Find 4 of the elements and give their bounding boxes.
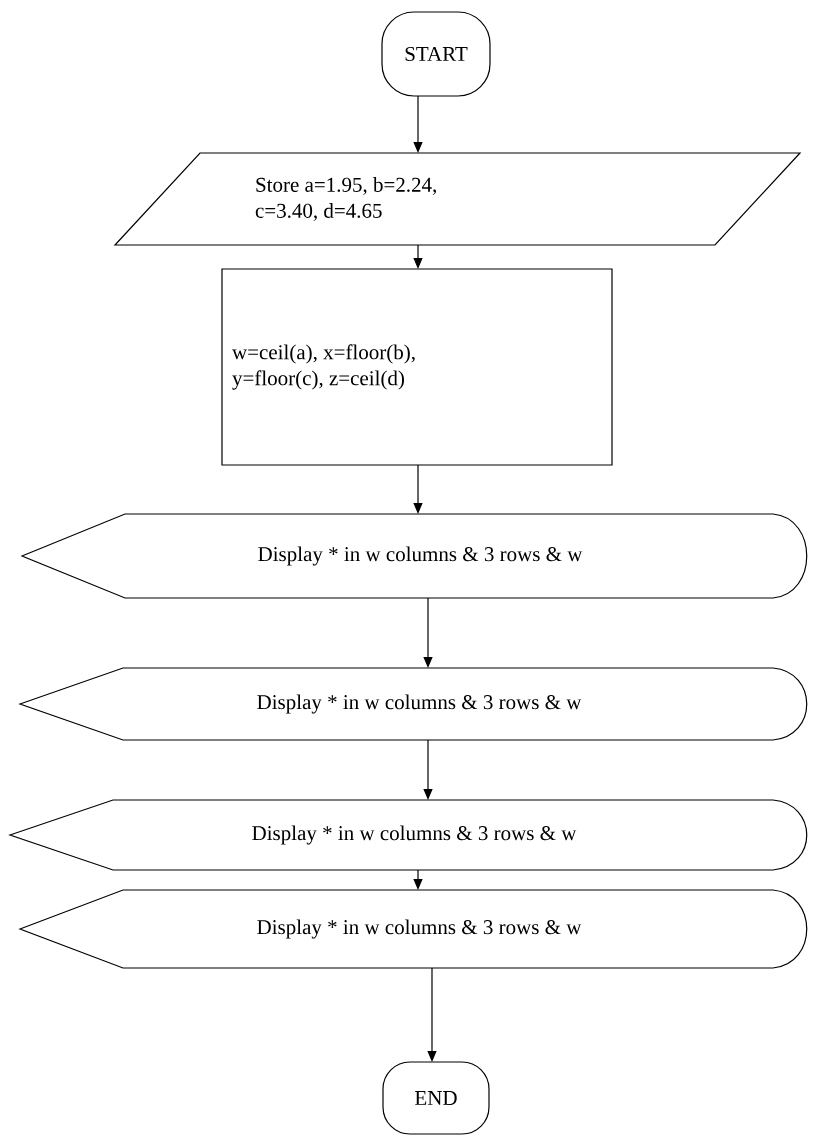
process-box: w=ceil(a), x=floor(b), y=floor(c), z=ceil(d) bbox=[221, 268, 613, 466]
arrow bbox=[413, 244, 423, 269]
arrow bbox=[413, 464, 423, 514]
arrow bbox=[413, 95, 423, 153]
